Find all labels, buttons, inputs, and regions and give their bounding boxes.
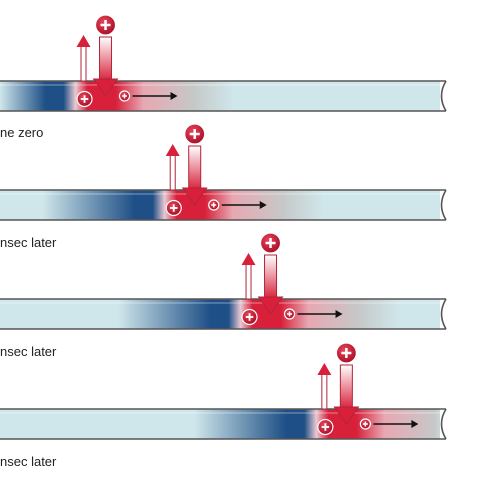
axon-segment [0,80,447,112]
influx-arrow-head [92,78,119,97]
panel [0,123,447,221]
positive-charge-icon [283,308,296,320]
axial-current-arrowhead [411,420,419,428]
panel-caption: nsec later [0,454,57,469]
panel [0,232,447,330]
positive-charge-icon [184,123,206,145]
positive-charge-icon [335,342,357,364]
influx-arrow-head [333,406,360,425]
charge-arrows [165,123,267,217]
outflow-arrow-shaft [245,262,252,300]
outflow-arrow-shaft [321,372,328,410]
outflow-arrow-head [165,144,180,156]
positive-charge-icon [94,14,117,36]
axon-body [0,190,440,220]
charge-arrows [241,232,343,326]
axial-current-arrowhead [335,310,343,318]
axon-body [0,299,440,329]
panel-caption: nsec later [0,235,57,250]
influx-arrow-shaft [264,254,278,300]
positive-charge-icon [259,232,282,254]
axon-cut-end [440,80,447,112]
panel-caption: ne zero [0,125,44,140]
influx-arrow-shaft [188,145,202,191]
outflow-arrow-shaft [80,44,87,82]
influx-arrow-shaft [339,364,353,410]
outflow-arrow-head [76,35,91,47]
positive-charge-icon [317,418,334,436]
positive-charge-icon [118,90,131,102]
panel-caption: nsec later [0,344,57,359]
outflow-arrow-head [317,363,332,375]
outflow-arrow-head [241,253,256,265]
charge-arrows [317,342,419,436]
panel [0,342,447,440]
influx-arrow-head [257,296,284,315]
outflow-arrow-shaft [169,153,176,191]
axon-cut-end [440,189,447,221]
panel [0,14,447,112]
axon-cut-end [440,298,447,330]
positive-charge-icon [359,418,371,430]
axon-body [0,81,440,111]
positive-charge-icon [165,199,182,217]
positive-charge-icon [241,308,258,326]
axon-cut-end [440,408,447,440]
influx-arrow-shaft [99,36,113,82]
axon-segment [0,298,447,330]
axial-current-arrowhead [259,201,267,209]
charge-arrows [76,14,178,108]
axon-segment [0,189,447,221]
positive-charge-icon [76,90,93,108]
influx-arrow-head [181,187,208,206]
positive-charge-icon [208,199,220,211]
axial-current-arrowhead [170,92,178,100]
